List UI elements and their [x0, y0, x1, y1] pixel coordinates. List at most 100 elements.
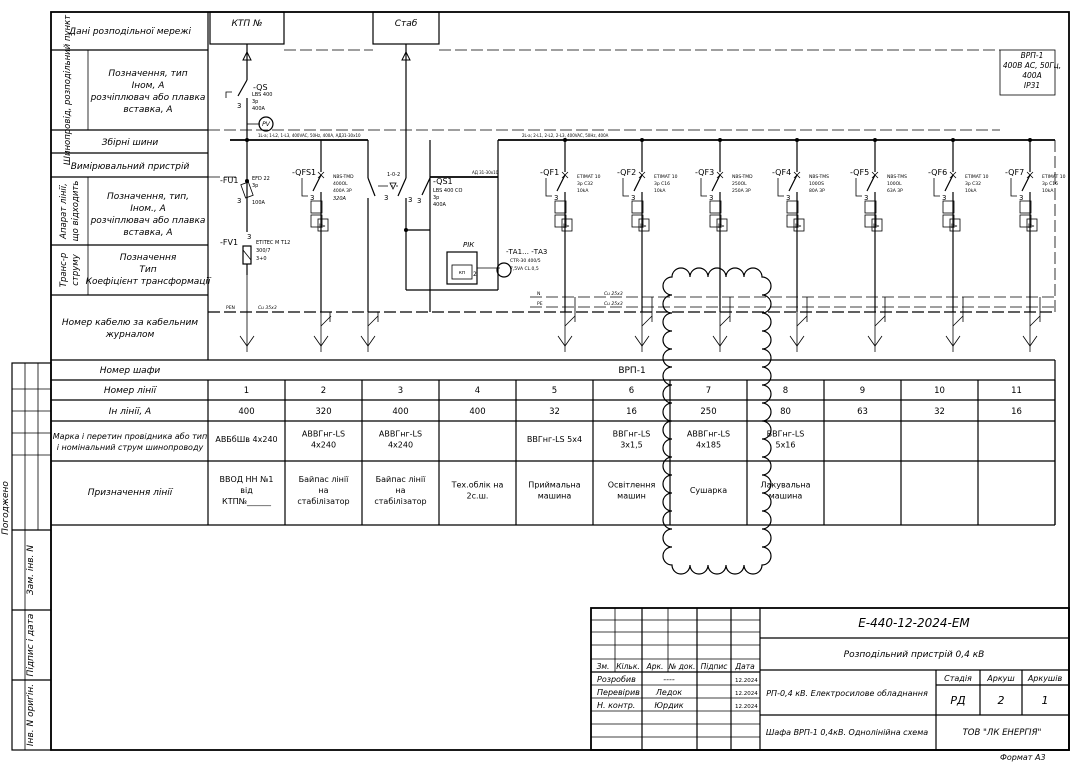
ct-wire-count: 2 — [473, 271, 477, 278]
feeder-contact — [1021, 174, 1031, 192]
feeder-pole-count: 3 — [631, 194, 635, 202]
fu1-tag: -FU1 — [220, 176, 238, 185]
meter-label: Вимірювальний пристрій — [71, 162, 190, 172]
feeder-pe-tap — [874, 315, 886, 327]
busbar-desc-2: Iном, А — [132, 81, 165, 91]
line-current: 320 — [315, 407, 331, 417]
object-title: Розподільний пристрій 0,4 кВ — [844, 650, 985, 660]
neutral-pe-rails: PEN N PE Cu 35х3 Cu 25х3 Cu 25х3 — [208, 291, 1055, 313]
changeover-switch: 1-0-2 3 3 — [367, 70, 412, 312]
sheet-label: Аркуш — [986, 674, 1015, 683]
ct-group-label-2: струму — [71, 253, 81, 285]
header-dash-lines — [208, 49, 1000, 178]
left-margin-labels: Погоджено Зам. інв. N Підпис і дата Інв.… — [1, 481, 36, 746]
feeder-pe-tap — [796, 315, 808, 327]
source-stab-label: Стаб — [395, 19, 418, 29]
orig-inv-label: Інв. N ориґін. — [26, 684, 36, 746]
incomer-cable-terminations — [239, 312, 379, 352]
feeder-pole-count: 3 — [942, 194, 946, 202]
vrp-line-2: 400В АС, 50Гц, — [1003, 61, 1061, 70]
feeder-curve: 3р C32 — [965, 181, 981, 187]
line-cable-mark: АВБбШв 4х240 — [215, 435, 277, 444]
feeder-pole-count: 3 — [786, 194, 790, 202]
feeder-trip-unit — [786, 214, 799, 228]
feeder-overcurrent-box — [716, 218, 728, 232]
mark-label-2: і номінальний струм шинопроводу — [57, 443, 204, 452]
feeder-contact — [711, 174, 721, 192]
fv1-poles: 3+0 — [256, 256, 267, 262]
qs-rating: 400А — [252, 106, 266, 112]
qfs1-frame: 400OL — [333, 181, 348, 187]
line-purpose: машин — [617, 492, 646, 501]
feeder-pe-tap — [952, 315, 964, 327]
qfs1-rating: 400А 3Р — [333, 188, 352, 194]
line-number: 11 — [1011, 386, 1022, 396]
pik-inner-label: кп — [459, 270, 465, 276]
sheets-value: 1 — [1042, 694, 1049, 707]
cable-no-label-2: журналом — [105, 330, 155, 340]
feeder-trip-unit — [554, 214, 567, 228]
name-norm-control: Юрдик — [654, 701, 683, 710]
agreed-label: Погоджено — [1, 481, 11, 535]
col-header-kilk: Кільк. — [616, 662, 640, 671]
switch-pole-count-b: 3 — [408, 196, 412, 204]
feeder-extra: 10kA — [1042, 188, 1054, 194]
feeder-tag: -QF3 — [695, 168, 714, 177]
apparatus-desc-1: Позначення, тип, — [107, 192, 189, 202]
feeder-overcurrent-box — [1026, 218, 1038, 232]
qs1-switch: -QS1 LBS 400 CO 3р 400А 3 — [406, 140, 463, 312]
date-checked: 12.2024 — [735, 691, 758, 697]
source-ktp-label: КТП № — [232, 19, 263, 29]
feeder-curve: 3р C16 — [654, 181, 670, 187]
net-data-label: Дані розподільної мережі — [68, 27, 191, 37]
line-current: 32 — [549, 407, 560, 417]
feeder-overcurrent-box — [949, 218, 961, 232]
line-purpose: машина — [538, 492, 572, 501]
fu1-rating: 100А — [252, 200, 266, 206]
feeder-overcurrent-symbol: I> — [563, 223, 570, 230]
feeder-extra: 63А 3Р — [887, 188, 903, 194]
feeder-extra: 10kA — [965, 188, 977, 194]
feeder-overcurrent-symbol: I> — [795, 223, 802, 230]
bus-note-right: 2L-а; 2-L1, 2-L2, 2-L3, 400VAC, 50Hz, 40… — [522, 133, 609, 138]
line-number: 7 — [706, 386, 711, 396]
feeder-cable-gland — [712, 335, 728, 347]
feeder-tag: -QF5 — [850, 168, 869, 177]
vrp-line-4: IP31 — [1024, 81, 1040, 90]
role-checked: Перевірив — [597, 688, 640, 697]
feeder-trip-unit — [942, 200, 955, 214]
line-purpose: Байпас лінії — [299, 475, 349, 484]
line-current: 400 — [238, 407, 254, 417]
cable-left-label: Cu 35х3 — [258, 305, 277, 311]
feeder-pe-tap — [1029, 315, 1041, 327]
line-purpose: стабілізатор — [297, 497, 349, 506]
ct-class: 7,5VA CL.0,5 — [510, 266, 539, 272]
feeder-overcurrent-box — [638, 218, 650, 232]
feeder-contact — [944, 174, 954, 192]
qs1-rating: 400А — [433, 202, 447, 208]
feeder-tag: -QF6 — [928, 168, 947, 177]
feeder-extra: 250А 3Р — [732, 188, 751, 194]
line-current: 250 — [700, 407, 716, 417]
pe-label: PE — [537, 301, 543, 307]
qs1-pole-count: 3 — [417, 197, 421, 205]
revision-cloud — [662, 267, 772, 575]
stage-label: Стадія — [944, 674, 972, 683]
feeder-trip-unit — [1019, 214, 1032, 228]
qs1-poles: 3р — [433, 195, 439, 201]
feeder-curve: 100OL — [887, 181, 902, 187]
pv-label: PV — [262, 121, 271, 128]
col-header-ark: Арк. — [646, 662, 664, 671]
feeder-overcurrent-symbol: I> — [951, 223, 958, 230]
feeder-handle — [622, 178, 629, 197]
sign-date-label: Підпис і дата — [26, 614, 36, 677]
